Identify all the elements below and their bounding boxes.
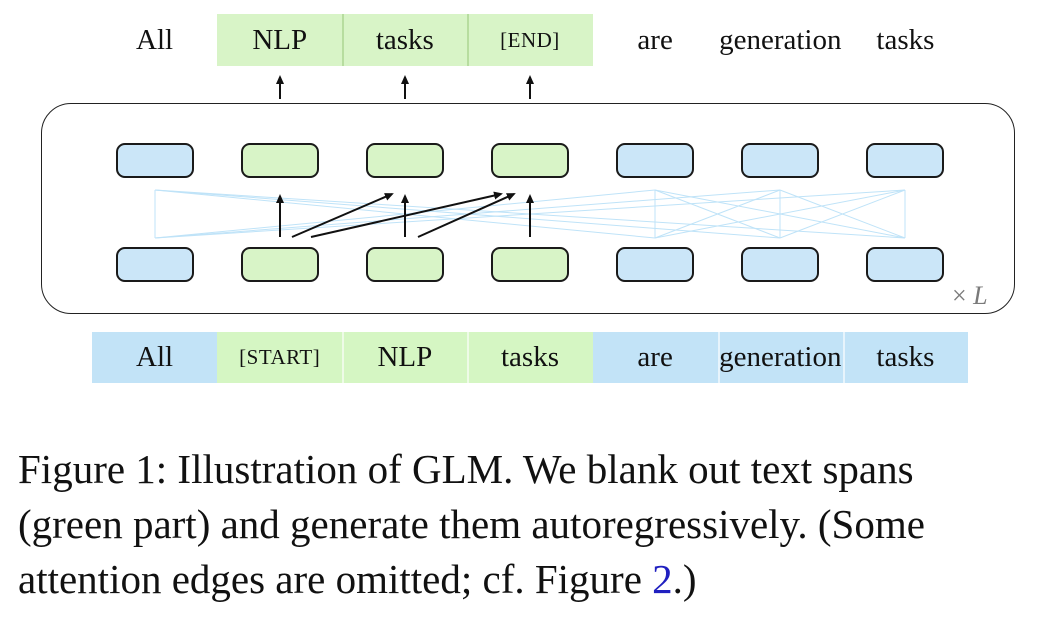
output-token-all: All (136, 23, 174, 56)
caption-line-3: attention edges are omitted; cf. Figure … (18, 552, 1058, 607)
hidden-token-box (490, 247, 569, 282)
hidden-token-box (115, 143, 194, 178)
output-token-generation: generation (719, 23, 842, 56)
output-token-end: [END] (467, 14, 593, 66)
hidden-token-box (616, 143, 695, 178)
hidden-token-box (240, 143, 319, 178)
input-token-tasks2: tasks (842, 332, 968, 383)
input-token-row: All [START] NLP tasks are generation tas… (92, 332, 968, 383)
hidden-token-box (616, 247, 695, 282)
output-token-nlp: NLP (217, 14, 343, 66)
figure-caption: Figure 1: Illustration of GLM. We blank … (18, 442, 1058, 607)
hidden-token-box (365, 143, 444, 178)
caption-line-3-text: attention edges are omitted; cf. Figure (18, 556, 653, 602)
hidden-token-box (240, 247, 319, 282)
num-layers-label: × L (952, 281, 988, 310)
hidden-state-row-top (92, 143, 968, 178)
input-token-are: are (592, 332, 718, 383)
input-token-nlp: NLP (342, 332, 468, 383)
transformer-block (41, 103, 1015, 314)
output-token-tasks: tasks (342, 14, 468, 66)
output-token-tasks2: tasks (876, 23, 935, 56)
hidden-token-box (115, 247, 194, 282)
output-generation-arrows (276, 75, 534, 99)
hidden-token-box (866, 143, 945, 178)
hidden-token-box (490, 143, 569, 178)
input-token-tasks: tasks (467, 332, 593, 383)
hidden-token-box (741, 247, 820, 282)
hidden-token-box (866, 247, 945, 282)
input-token-start: [START] (217, 332, 343, 383)
input-token-generation: generation (717, 332, 843, 383)
output-token-row: All NLP tasks [END] are generation tasks (92, 14, 968, 66)
input-token-all: All (92, 332, 218, 383)
hidden-token-box (365, 247, 444, 282)
hidden-token-box (741, 143, 820, 178)
hidden-state-row-bottom (92, 247, 968, 282)
figure-2-link[interactable]: 2 (652, 556, 673, 602)
output-token-are: are (637, 23, 673, 56)
caption-line-3-tail: .) (672, 556, 697, 602)
caption-line-2: (green part) and generate them autoregre… (18, 501, 925, 547)
caption-line-1: Figure 1: Illustration of GLM. We blank … (18, 446, 914, 492)
